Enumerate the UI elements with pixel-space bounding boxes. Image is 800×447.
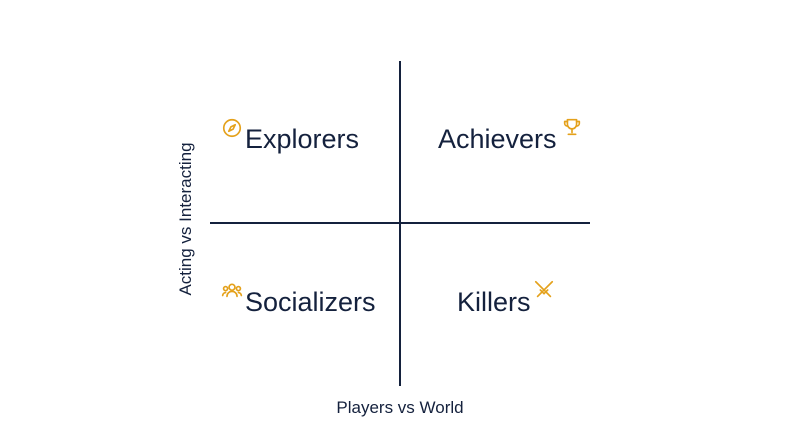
horizontal-axis-line [210, 222, 590, 224]
quadrant-label-socializers: Socializers [245, 287, 376, 317]
x-axis-label: Players vs World [336, 398, 464, 417]
quadrant-label-explorers: Explorers [245, 124, 360, 154]
crossed-swords-icon [533, 279, 555, 301]
trophy-icon [561, 116, 583, 138]
y-axis-label: Acting vs Interacting [176, 142, 195, 296]
people-icon [221, 279, 243, 301]
compass-icon [221, 117, 243, 139]
quadrant-label-killers: Killers [457, 287, 531, 317]
quadrant-label-achievers: Achievers [438, 124, 557, 154]
